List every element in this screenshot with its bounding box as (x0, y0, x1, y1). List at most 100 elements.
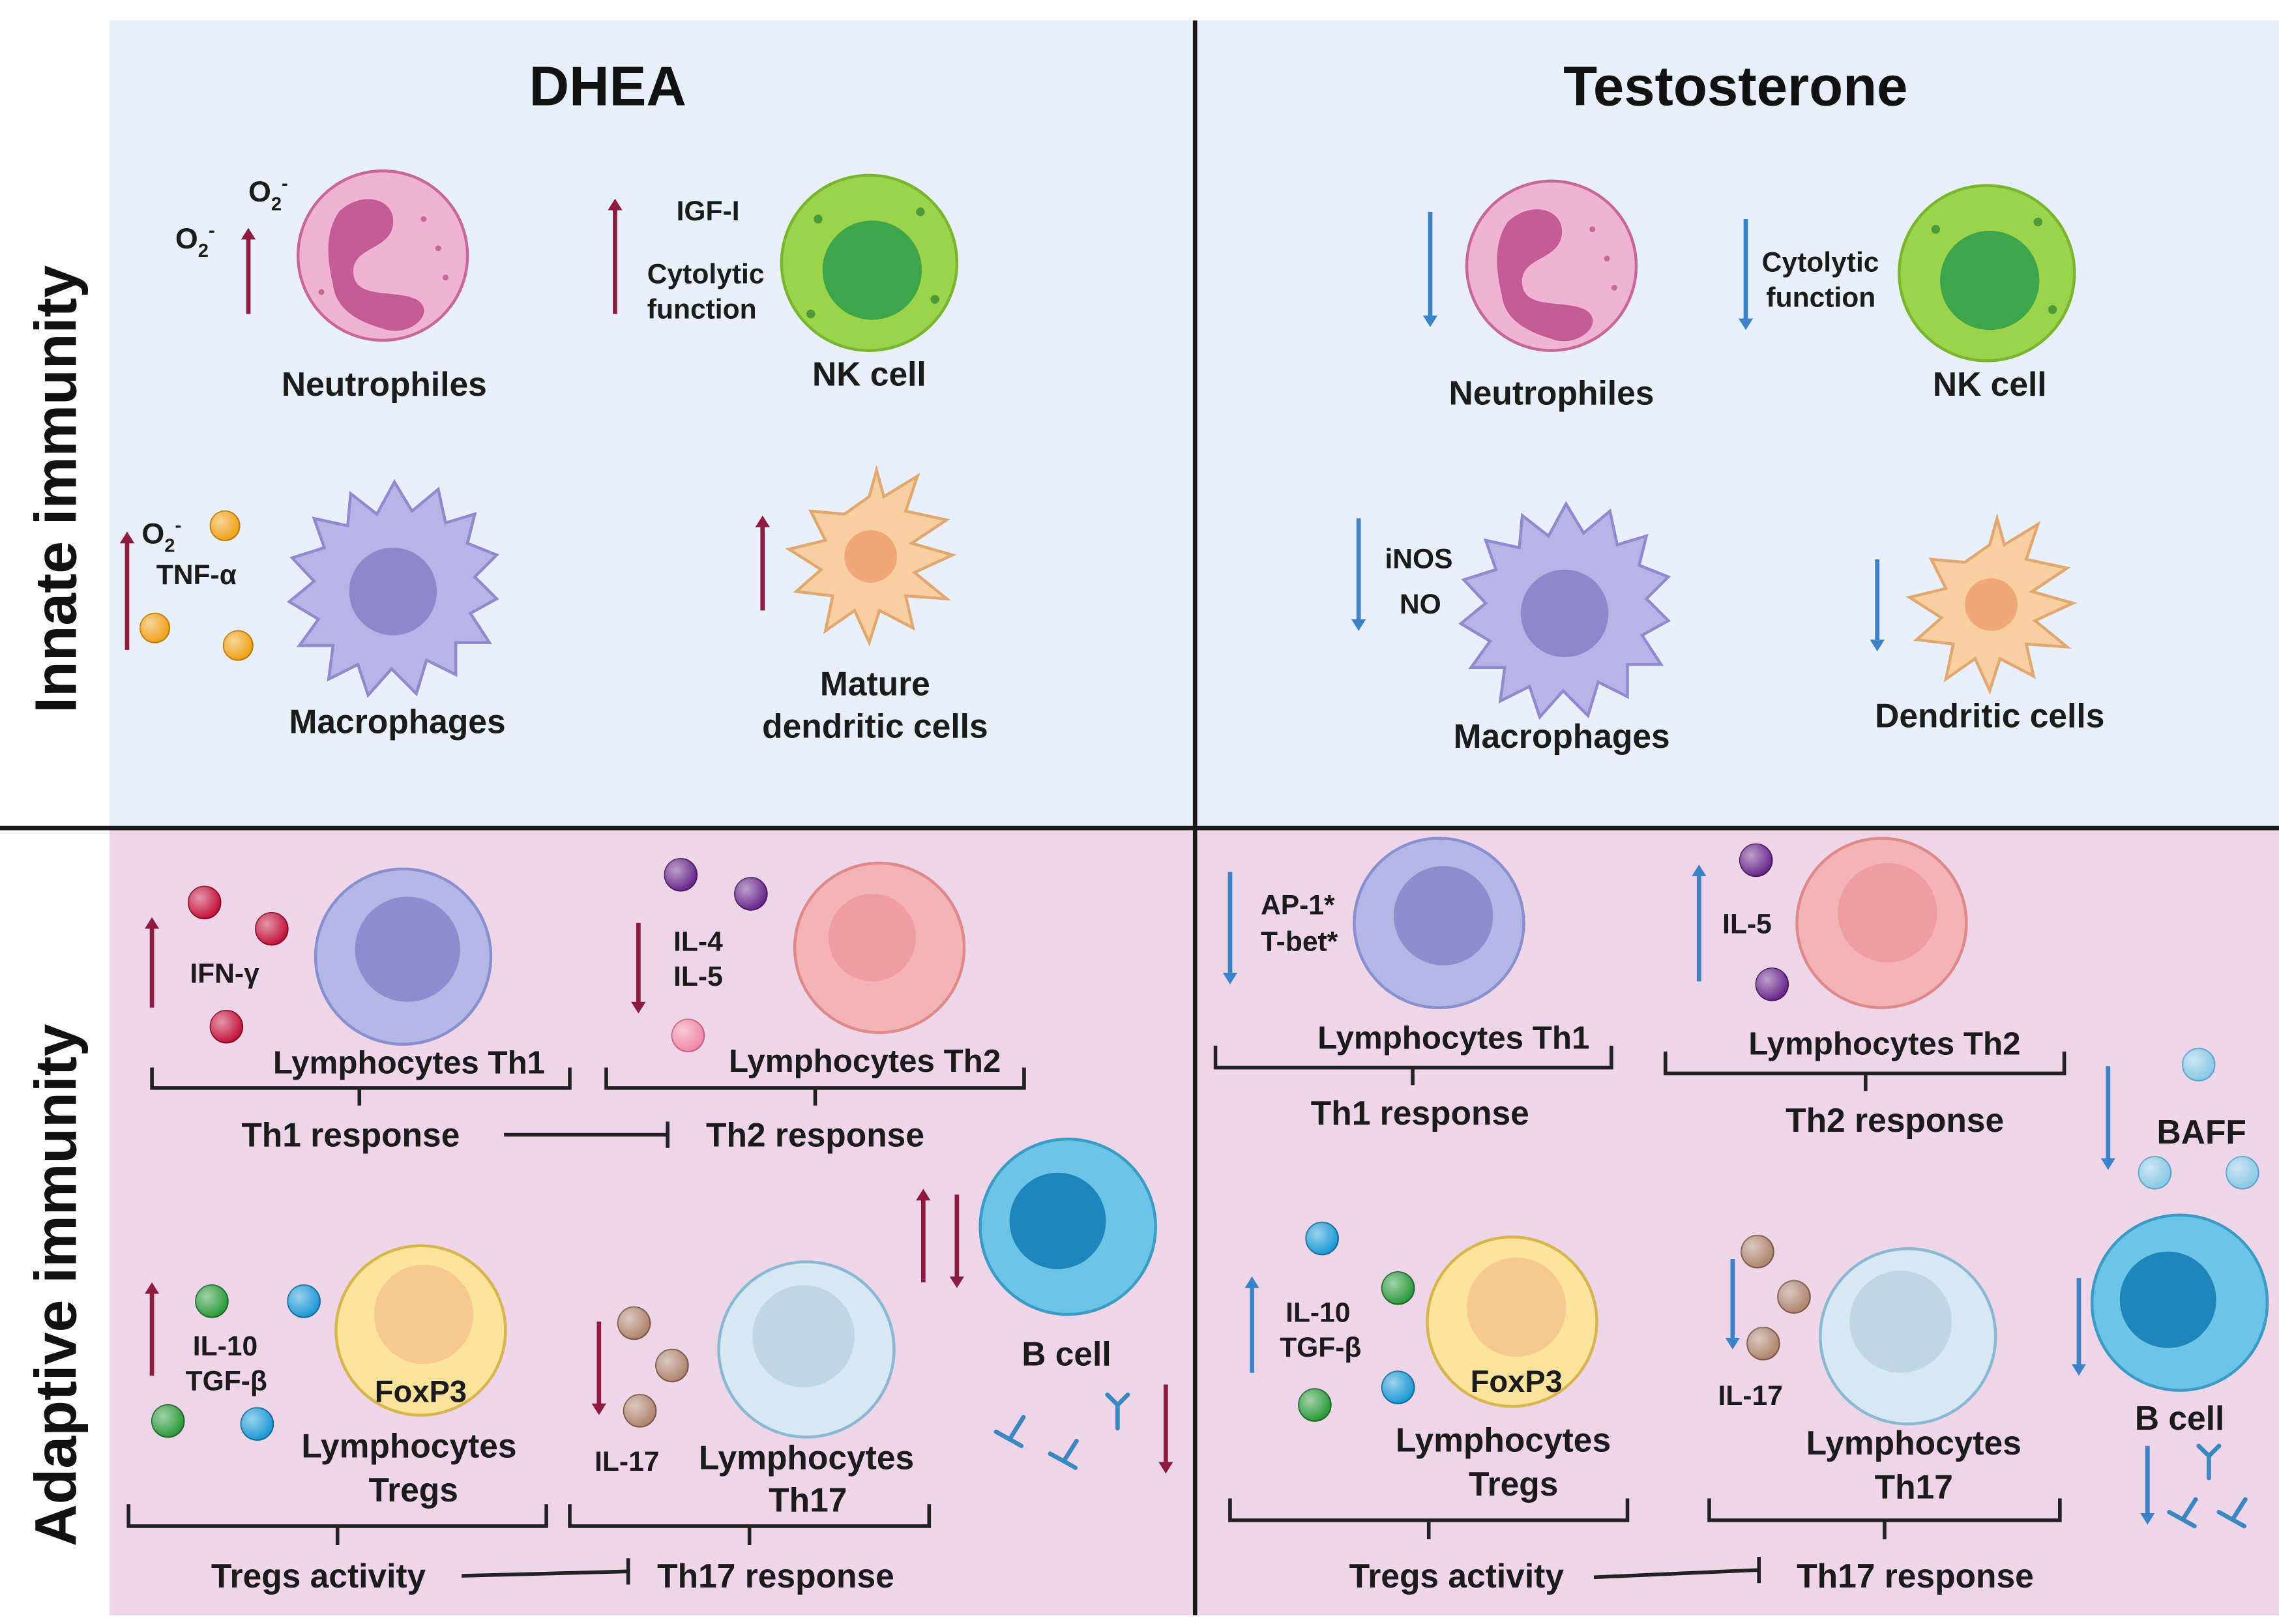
t-nk-cell-label: NK cell (1933, 365, 2047, 403)
inos-label: iNOS (1385, 543, 1452, 574)
il5-label: IL-5 (673, 961, 723, 992)
adaptive-immunity-label: Adaptive immunity (23, 1024, 89, 1546)
t-tregs-label-2: Tregs (1469, 1465, 1558, 1503)
il10-label: IL-10 (193, 1331, 257, 1362)
th2-cell-icon (793, 861, 966, 1034)
igf-label: IGF-I (677, 196, 740, 227)
innate-immunity-label: Innate immunity (23, 265, 89, 713)
t-th1-cell-icon (1353, 836, 1525, 1009)
il4-label: IL-4 (673, 926, 723, 957)
tregs-label-2: Tregs (368, 1471, 458, 1509)
nk-cell-icon (780, 173, 959, 352)
tregs-label-1: Lymphocytes (301, 1427, 516, 1465)
t-th1-label: Lymphocytes Th1 (1317, 1020, 1589, 1056)
t-treg-cell-icon (1426, 1235, 1598, 1408)
dhea-header: DHEA (529, 55, 686, 117)
baff-label: BAFF (2157, 1113, 2246, 1151)
antibody-icons (993, 1392, 1130, 1470)
t-th17-label-1: Lymphocytes (1806, 1424, 2022, 1462)
t-th2-bracket (1663, 1051, 2066, 1091)
mature-dc-label-1: Mature (820, 664, 930, 702)
th17-label-1: Lymphocytes (699, 1439, 914, 1477)
th1-cell-icon (314, 867, 493, 1046)
th17-response-label: Th17 response (657, 1557, 894, 1595)
bcell-icon (978, 1138, 1157, 1316)
innate-dhea-panel (110, 20, 1192, 827)
t-cytolytic-label-1: Cytolytic (1762, 247, 1879, 278)
neutrophiles-label: Neutrophiles (282, 365, 487, 403)
t-bcell-icon (2090, 1213, 2269, 1392)
th17-cell-icon (717, 1260, 896, 1439)
t-macrophage-cell-icon (1458, 501, 1671, 720)
t-th2-cell-icon (1795, 836, 1968, 1009)
th1-bracket (150, 1067, 572, 1106)
t-dendritic-cell-icon (1905, 512, 2078, 695)
tbet-label: T-bet* (1261, 926, 1338, 957)
cytolytic-label-1: Cytolytic (647, 259, 765, 290)
il4-bead-icons (664, 858, 768, 1052)
th17-bracket (568, 1504, 932, 1546)
th1-label: Lymphocytes Th1 (273, 1044, 545, 1080)
il10-bead-icons (151, 1284, 321, 1441)
th2-response-label: Th2 response (706, 1115, 924, 1153)
tgf-label: TGF-β (186, 1366, 267, 1397)
nk-cell-label: NK cell (812, 355, 926, 392)
t-th2-response-label: Th2 response (1786, 1101, 2004, 1139)
t-neutrophil-cell-icon (1465, 179, 1638, 352)
macrophage-cell-icon (286, 479, 499, 698)
t-macrophages-label: Macrophages (1454, 717, 1670, 755)
t-tregs-label-1: Lymphocytes (1396, 1421, 1611, 1459)
t-dendritic-label: Dendritic cells (1875, 697, 2104, 735)
tregs-inhibits-th17 (462, 1558, 630, 1585)
t-il5-bead-icons (1739, 843, 1789, 1001)
ifn-bead-icons (187, 885, 289, 1044)
testosterone-header: Testosterone (1563, 55, 1907, 117)
baff-bead-icons (2138, 1048, 2259, 1190)
tnf-label: TNF-α (156, 559, 237, 591)
neutrophil-cell-icon (296, 169, 469, 342)
cytolytic-label-2: function (647, 293, 757, 325)
t-th1-bracket (1213, 1045, 1613, 1085)
il17-label: IL-17 (595, 1446, 659, 1477)
macrophage-o2-label: O2- (141, 515, 181, 556)
th2-label: Lymphocytes Th2 (729, 1043, 1001, 1079)
t-tgf-label: TGF-β (1280, 1332, 1361, 1363)
t-th17-cell-icon (1819, 1247, 1997, 1426)
th2-bracket (604, 1067, 1026, 1106)
neutrophil-o2-label-a: O2- (248, 173, 288, 214)
no-label: NO (1400, 589, 1441, 620)
t-foxp3-label: FoxP3 (1471, 1364, 1563, 1398)
foxp3-label: FoxP3 (375, 1374, 467, 1409)
tregs-activity-label: Tregs activity (211, 1557, 426, 1595)
t-tregs-activity-label: Tregs activity (1349, 1557, 1565, 1595)
th17-label-2: Th17 (769, 1481, 847, 1519)
t-th17-label-2: Th17 (1875, 1468, 1953, 1505)
t-nk-cell-icon (1898, 184, 2076, 362)
innate-testo-panel (1196, 20, 2279, 827)
t-il17-bead-icons (1741, 1235, 1811, 1361)
macrophages-label: Macrophages (289, 703, 505, 741)
il17-bead-icons (617, 1306, 689, 1428)
t-neutrophiles-label: Neutrophiles (1449, 374, 1654, 412)
tregs-bracket (126, 1504, 548, 1546)
t-th17-response-label: Th17 response (1797, 1557, 2034, 1595)
ifn-label: IFN-γ (190, 958, 259, 990)
ap1-label: AP-1* (1261, 889, 1335, 921)
t-il17-label: IL-17 (1718, 1380, 1782, 1411)
mature-dc-label-2: dendritic cells (762, 707, 988, 745)
treg-cell-icon (334, 1244, 507, 1417)
neutrophil-o2-label-b: O2- (175, 220, 215, 261)
t-th2-label: Lymphocytes Th2 (1748, 1026, 2020, 1061)
bcell-label: B cell (1022, 1335, 1111, 1373)
t-cytolytic-label-2: function (1766, 282, 1875, 313)
t-tregs-inhibits-th17 (1593, 1556, 1761, 1584)
t-th1-response-label: Th1 response (1311, 1094, 1529, 1132)
t-il5-label: IL-5 (1722, 908, 1772, 939)
th1-inhibits-th2 (504, 1121, 669, 1148)
t-th17-bracket (1707, 1498, 2062, 1540)
th1-response-label: Th1 response (241, 1115, 460, 1153)
t-il10-label: IL-10 (1286, 1297, 1350, 1328)
tnf-bead-icons (140, 510, 254, 661)
t-antibody-icons (2167, 1443, 2248, 1529)
